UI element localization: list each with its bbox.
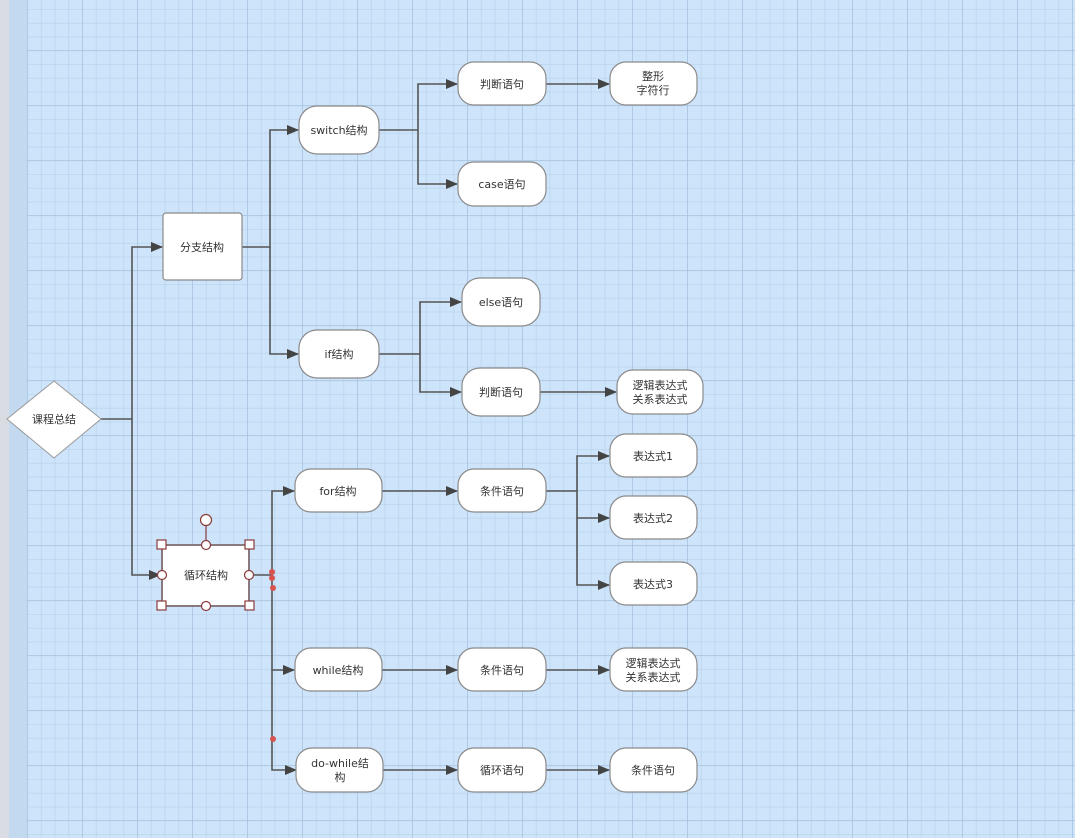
node-for[interactable]: [294, 468, 383, 513]
node-dowhile-loop-label: 循环语句: [480, 764, 524, 777]
node-if[interactable]: [298, 329, 380, 379]
edge-loop-for[interactable]: [250, 486, 295, 576]
node-switch[interactable]: [298, 105, 380, 155]
edge-root-loop[interactable]: [131, 419, 161, 580]
node-while[interactable]: [294, 647, 383, 692]
connect-point-left[interactable]: [156, 569, 168, 581]
node-switch-types[interactable]: [609, 61, 698, 106]
edge-if-judge[interactable]: [419, 354, 462, 397]
resize-handle-ne[interactable]: [244, 539, 255, 550]
node-for-expr3[interactable]: [609, 561, 698, 606]
node-for-expr1[interactable]: [609, 433, 698, 478]
node-for-label: for结构: [319, 484, 356, 498]
edge-if-else[interactable]: [379, 297, 462, 355]
node-if-label: if结构: [325, 347, 354, 361]
edge-branch-switch[interactable]: [242, 125, 299, 248]
node-switch-case[interactable]: [457, 161, 547, 207]
node-if-else[interactable]: [461, 277, 541, 327]
node-if-expr-line1: 逻辑表达式: [633, 378, 688, 392]
node-root[interactable]: 课程总结: [6, 380, 102, 459]
waypoint[interactable]: [269, 569, 275, 575]
node-while-expr-line2: 关系表达式: [626, 670, 681, 684]
node-switch-case-label: case语句: [478, 178, 525, 191]
rotate-handle[interactable]: [199, 513, 213, 527]
edge-loop-dowhile[interactable]: [271, 670, 297, 775]
node-switch-types-line2: 字符行: [637, 83, 670, 97]
edge-switch-judge[interactable]: [379, 79, 458, 131]
node-while-cond[interactable]: [457, 647, 547, 692]
node-dowhile[interactable]: [295, 747, 384, 793]
diagram-canvas[interactable]: [27, 0, 1075, 838]
node-while-expr[interactable]: [609, 647, 698, 692]
node-dowhile-line1: do-while结: [311, 757, 369, 770]
selection-handles[interactable]: [156, 513, 255, 612]
edge-switch-case[interactable]: [417, 130, 458, 189]
edge-cond-expr1[interactable]: [546, 451, 610, 492]
node-if-expr[interactable]: [616, 369, 704, 415]
node-switch-label: switch结构: [310, 123, 367, 137]
node-switch-judge[interactable]: [457, 61, 547, 106]
edge-branch-if[interactable]: [269, 247, 299, 359]
connect-point-top[interactable]: [200, 539, 212, 551]
node-branch-label: 分支结构: [180, 240, 224, 254]
node-if-judge-label: 判断语句: [479, 385, 523, 399]
node-for-expr2-label: 表达式2: [633, 511, 673, 525]
node-while-label: while结构: [313, 663, 364, 677]
edge-root-branch[interactable]: [101, 242, 163, 420]
resize-handle-se[interactable]: [244, 600, 255, 611]
node-dowhile-cond-label: 条件语句: [631, 763, 675, 777]
edge-cond-expr3[interactable]: [576, 518, 610, 590]
node-if-expr-line2: 关系表达式: [633, 392, 688, 406]
node-while-expr-line1: 逻辑表达式: [626, 656, 681, 670]
node-if-else-label: else语句: [479, 296, 523, 309]
edge-waypoints[interactable]: [269, 569, 276, 742]
node-dowhile-line2: 构: [335, 770, 346, 784]
node-while-cond-label: 条件语句: [480, 663, 524, 677]
node-root-label: 课程总结: [32, 412, 76, 426]
node-for-cond[interactable]: [457, 468, 547, 513]
resize-handle-sw[interactable]: [156, 600, 167, 611]
node-for-expr2[interactable]: [609, 495, 698, 540]
waypoint[interactable]: [270, 736, 276, 742]
node-for-expr1-label: 表达式1: [633, 449, 673, 463]
waypoint[interactable]: [270, 585, 276, 591]
node-if-judge[interactable]: [461, 367, 541, 417]
node-switch-types-line1: 整形: [642, 69, 664, 83]
node-loop[interactable]: 循环结构: [161, 544, 250, 607]
resize-handle-nw[interactable]: [156, 539, 167, 550]
node-for-cond-label: 条件语句: [480, 484, 524, 498]
connect-point-bottom[interactable]: [200, 600, 212, 612]
node-for-expr3-label: 表达式3: [633, 577, 673, 591]
node-branch[interactable]: 分支结构: [162, 212, 243, 281]
left-panel-edge: [0, 0, 9, 838]
node-dowhile-loop[interactable]: [457, 747, 547, 793]
node-loop-label: 循环结构: [184, 568, 228, 582]
edge-cond-expr2[interactable]: [576, 491, 610, 523]
waypoint[interactable]: [269, 575, 275, 581]
node-switch-judge-label: 判断语句: [480, 77, 524, 91]
node-dowhile-cond[interactable]: [609, 747, 698, 793]
connect-point-right[interactable]: [243, 569, 255, 581]
